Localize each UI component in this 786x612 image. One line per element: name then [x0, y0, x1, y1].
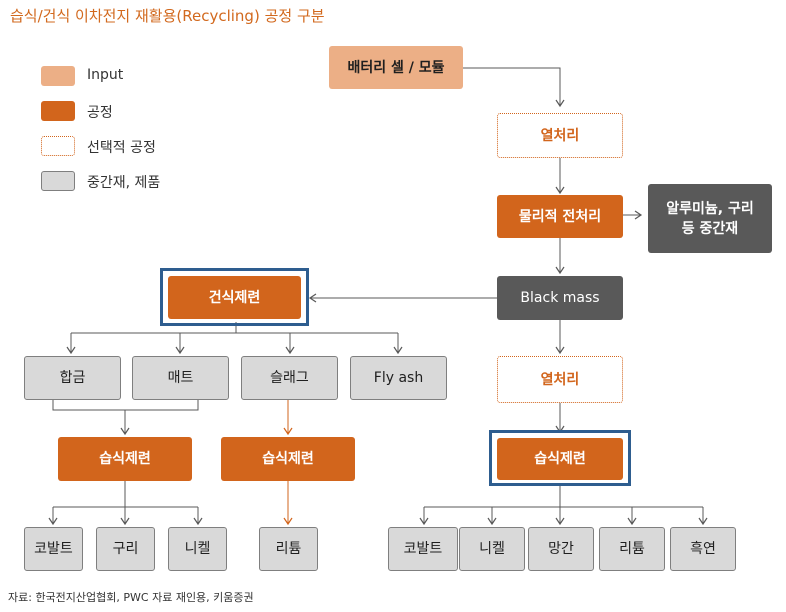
legend-swatch-optional — [41, 136, 75, 156]
dry-refining-process: 건식제련 — [168, 276, 301, 319]
legend-label-product: 중간재, 제품 — [87, 175, 161, 191]
matte-product: 매트 — [132, 356, 229, 400]
slag-product: 슬래그 — [241, 356, 338, 400]
legend-label-optional: 선택적 공정 — [87, 140, 156, 156]
dry-refining-highlight — [160, 268, 309, 326]
alloy-product: 합금 — [24, 356, 121, 400]
source-note: 자료: 한국전지산업협회, PWC 자료 재인용, 키움증권 — [8, 591, 254, 604]
legend-label-process: 공정 — [87, 105, 113, 121]
byproduct-line-2: 등 중간재 — [681, 220, 739, 237]
lithium-product-middle: 리튬 — [259, 527, 318, 571]
copper-product-left: 구리 — [96, 527, 155, 571]
heat-treatment-optional-2: 열처리 — [497, 356, 623, 403]
nickel-product-right: 니켈 — [459, 527, 525, 571]
legend-swatch-input — [41, 66, 75, 86]
diagram-title: 습식/건식 이차전지 재활용(Recycling) 공정 구분 — [10, 7, 325, 25]
legend-label-input: Input — [87, 67, 124, 83]
heat-treatment-optional-1: 열처리 — [497, 113, 623, 158]
manganese-product-right: 망간 — [528, 527, 594, 571]
battery-cell-module-input: 배터리 셀 / 모듈 — [329, 46, 463, 89]
byproduct-line-1: 알루미늄, 구리 — [666, 200, 754, 217]
lithium-product-right: 리튬 — [599, 527, 665, 571]
physical-pretreatment-process: 물리적 전처리 — [497, 195, 623, 238]
graphite-product-right: 흑연 — [670, 527, 736, 571]
fly-ash-product: Fly ash — [350, 356, 447, 400]
legend-swatch-process — [41, 101, 75, 121]
black-mass-node: Black mass — [497, 276, 623, 320]
wet-refining-process-right: 습식제련 — [497, 438, 623, 480]
legend-swatch-product — [41, 171, 75, 191]
nickel-product-left: 니켈 — [168, 527, 227, 571]
aluminum-copper-byproduct: 알루미늄, 구리 등 중간재 — [648, 184, 772, 253]
cobalt-product-right: 코발트 — [388, 527, 458, 571]
wet-refining-process-middle: 습식제련 — [221, 437, 355, 481]
wet-refining-highlight — [489, 430, 631, 486]
cobalt-product-left: 코발트 — [24, 527, 83, 571]
wet-refining-process-left: 습식제련 — [58, 437, 192, 481]
